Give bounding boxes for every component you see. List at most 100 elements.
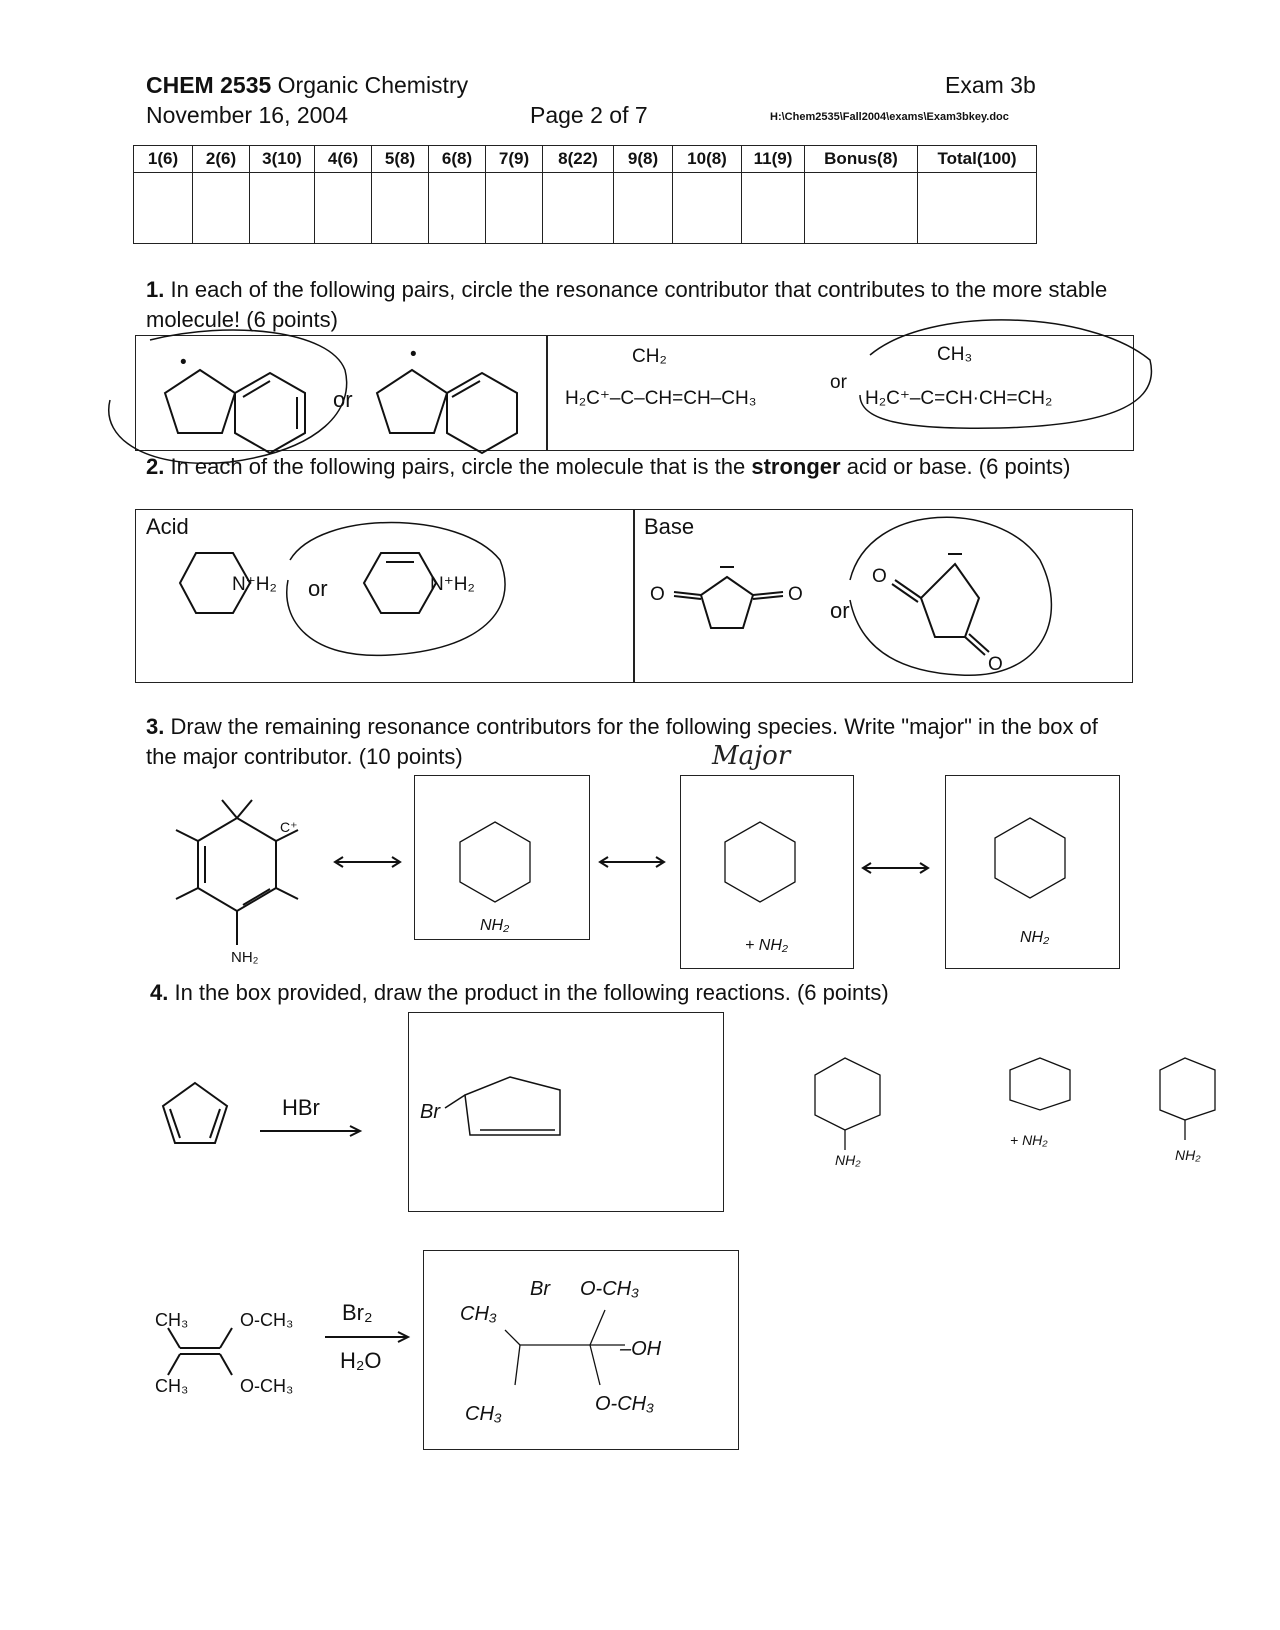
score-cell[interactable] (672, 172, 742, 244)
resonance-arrow (333, 856, 402, 868)
methyl-label: CH₃ (155, 1310, 188, 1330)
handwritten-och3: O-CH₃ (595, 1393, 654, 1415)
q2-acid-box (135, 509, 635, 683)
score-cell[interactable] (428, 172, 486, 244)
alkene-reactant-bonds (167, 1327, 233, 1376)
question-3-text: 3. Draw the remaining resonance contribu… (146, 714, 1098, 769)
handwritten-nh2: + NH₂ (745, 937, 788, 954)
handwritten-ring (724, 821, 796, 903)
handwritten-resonance-sketches (814, 1057, 1216, 1150)
question-4-text: 4. In the box provided, draw the product… (150, 980, 889, 1005)
reaction-arrow (325, 1331, 411, 1343)
score-cell[interactable] (542, 172, 614, 244)
nh2-plus-label: N⁺H₂ (232, 574, 277, 595)
radical-dot: • (410, 344, 417, 365)
handwritten-oh: –OH (619, 1338, 662, 1360)
handwritten-ch3: CH₃ (465, 1403, 502, 1425)
question-2-text: 2. In each of the following pairs, circl… (146, 454, 1071, 479)
score-header: Total(100) (917, 145, 1037, 173)
file-path: H:\Chem2535\Fall2004\exams\Exam3bkey.doc (770, 111, 1009, 123)
handwritten-circle (859, 319, 1153, 429)
resonance-arrow (861, 862, 930, 874)
handwritten-ring (459, 821, 531, 903)
q4-answer-box-2[interactable] (423, 1250, 739, 1450)
q3-box-1[interactable] (414, 775, 590, 940)
score-header: 5(8) (371, 145, 429, 173)
score-table: 1(6) 2(6) 3(10) 4(6) 5(8) 6(8) 7(9) 8(22… (133, 145, 1037, 244)
score-cell[interactable] (613, 172, 673, 244)
course-title: CHEM 2535 Organic Chemistry (146, 72, 469, 98)
cyclopentadiene-structure (161, 1081, 229, 1144)
score-header: 11(9) (741, 145, 805, 173)
score-cell[interactable] (917, 172, 1037, 244)
oxygen-label: O (788, 584, 803, 605)
methyl-label: CH₃ (155, 1376, 188, 1396)
piperidinium-structure (178, 552, 252, 614)
handwritten-nh2: NH₂ (1020, 929, 1049, 946)
q3-box-2[interactable] (680, 775, 854, 969)
handwritten-nh2: + NH₂ (1010, 1132, 1048, 1148)
resonance-arrow (598, 856, 666, 868)
handwritten-nh2: NH₂ (1175, 1147, 1201, 1163)
q1-ch2-label: CH₂ (632, 346, 667, 367)
oxygen-label: O (988, 654, 1003, 675)
oxygen-label: O (650, 584, 665, 605)
handwritten-nh2: NH₂ (835, 1152, 861, 1168)
indene-structure (163, 368, 306, 455)
q4-answer-box-1[interactable] (408, 1012, 724, 1212)
exam-date: November 16, 2004 (146, 102, 349, 128)
reagent-h2o: H₂O (340, 1348, 382, 1373)
exam-name: Exam 3b (945, 72, 1036, 98)
nh2-label: NH₂ (231, 949, 259, 966)
score-header: 2(6) (192, 145, 250, 173)
cyclopentanedione-anion-2 (891, 553, 990, 656)
handwritten-br: Br (420, 1101, 441, 1123)
q1-or-right: or (830, 372, 847, 393)
score-header: 7(9) (485, 145, 543, 173)
handwritten-och3: O-CH₃ (580, 1278, 639, 1300)
aniline-cation-structure (175, 799, 299, 945)
score-header: 4(6) (314, 145, 372, 173)
q2-or-acid: or (308, 576, 328, 601)
reagent-br2: Br₂ (342, 1300, 373, 1325)
cyclopentanedione-anion-1 (673, 566, 784, 629)
tetrahydroindene-structure (375, 368, 518, 455)
q1-formula-left: H₂C⁺–C–CH=CH–CH₃ (565, 388, 756, 409)
q3-box-3[interactable] (945, 775, 1120, 969)
score-cell[interactable] (133, 172, 193, 244)
oxygen-label: O (872, 566, 887, 587)
base-label: Base (644, 514, 695, 539)
bromohydrin-drawing (504, 1309, 625, 1386)
q1-ch3-label: CH₃ (937, 344, 972, 365)
score-header: 9(8) (613, 145, 673, 173)
bromocyclopentene-drawing (444, 1076, 561, 1136)
handwritten-nh2: NH₂ (480, 917, 509, 934)
handwritten-circle (849, 516, 1053, 676)
handwritten-ring (994, 817, 1066, 899)
acid-label: Acid (146, 514, 189, 539)
carbocation-label: C⁺ (280, 819, 298, 835)
handwritten-circle (286, 521, 506, 657)
q1-box-left (135, 335, 548, 451)
radical-dot: • (180, 352, 187, 373)
handwritten-ch3: CH₃ (460, 1303, 497, 1325)
q1-formula-right: H₂C⁺–C=CH·CH=CH₂ (865, 388, 1052, 409)
score-cell[interactable] (249, 172, 315, 244)
handwritten-circle (108, 329, 348, 464)
handwritten-major: Major (712, 741, 791, 771)
score-cell[interactable] (804, 172, 918, 244)
score-header: 10(8) (672, 145, 742, 173)
page-number: Page 2 of 7 (530, 102, 648, 128)
q1-or-left: or (333, 387, 353, 412)
question-1-text: 1. In each of the following pairs, circl… (146, 277, 1108, 332)
q1-box-right (546, 335, 1134, 451)
handwritten-br: Br (530, 1278, 551, 1300)
methoxy-label: O-CH₃ (240, 1376, 293, 1396)
reagent-hbr: HBr (282, 1095, 320, 1120)
score-cell[interactable] (192, 172, 250, 244)
reaction-arrow (260, 1125, 363, 1137)
methoxy-label: O-CH₃ (240, 1310, 293, 1330)
tetrahydropyridinium-structure (362, 552, 438, 614)
q2-or-base: or (830, 598, 850, 623)
